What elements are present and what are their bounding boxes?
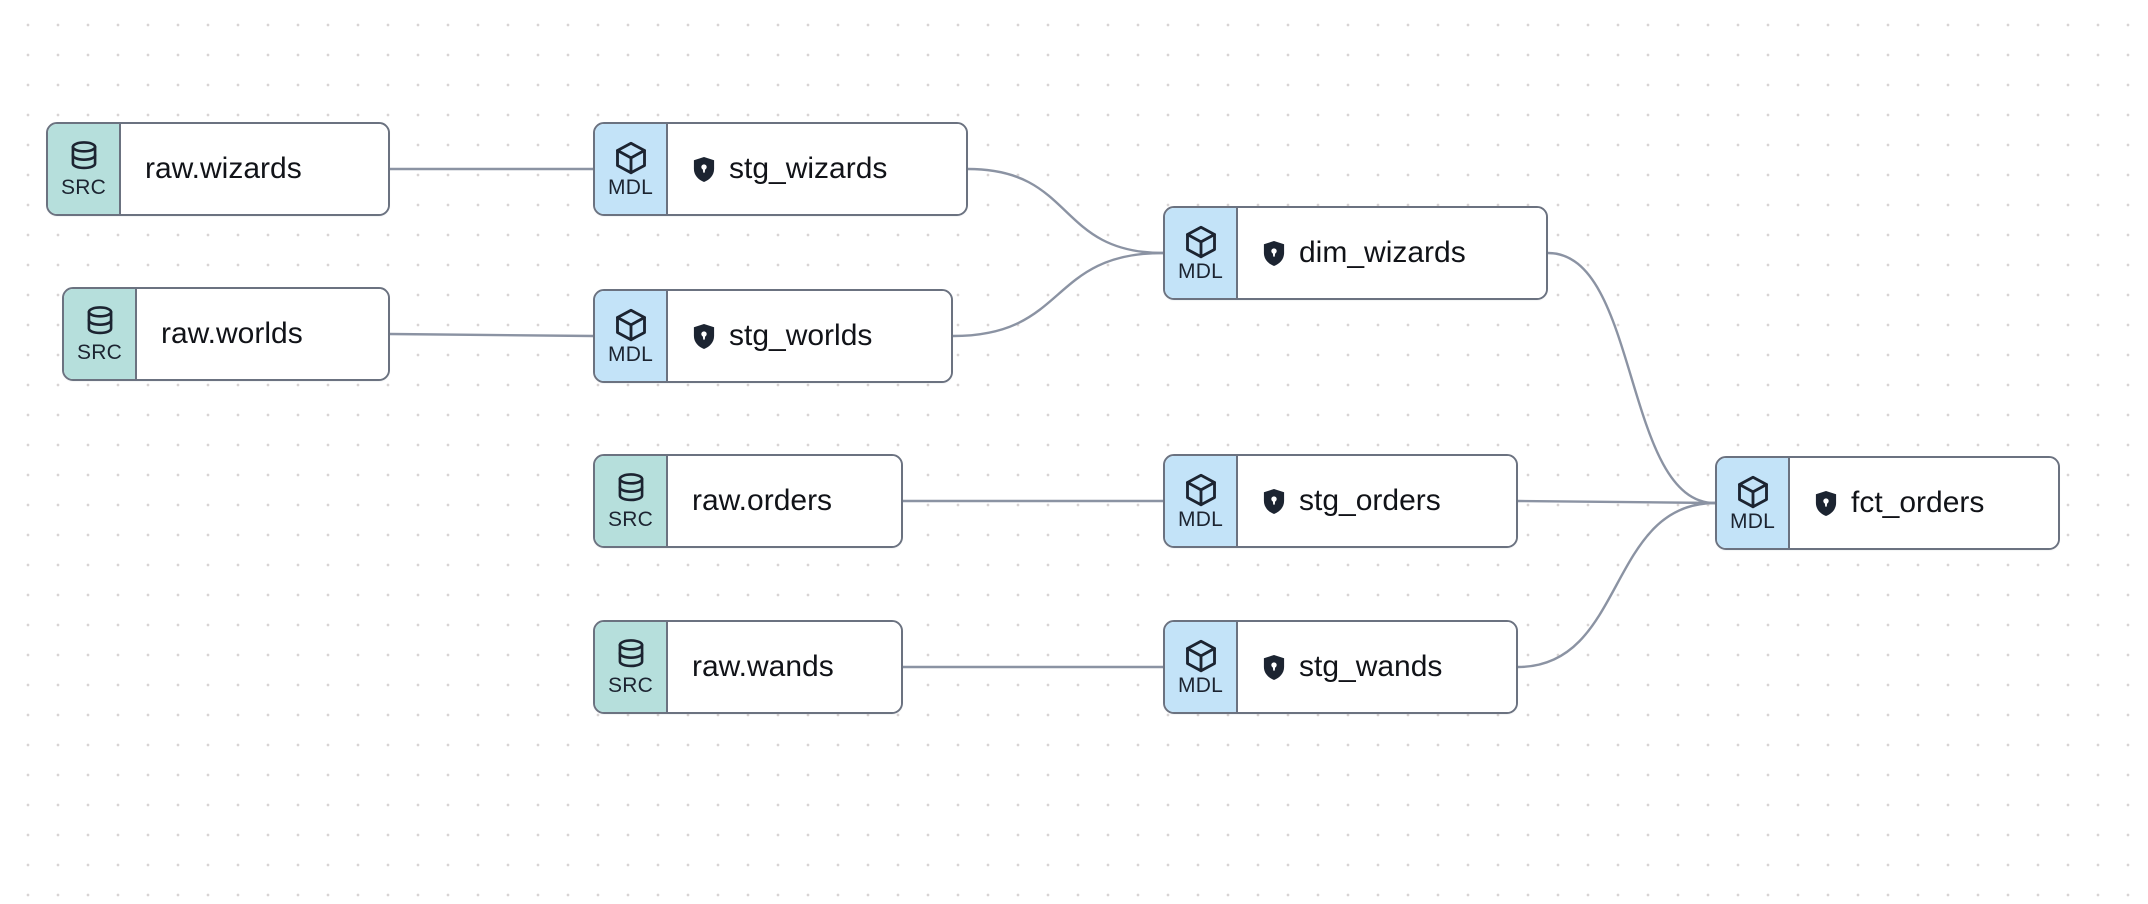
node-title: stg_wizards bbox=[729, 152, 888, 185]
lineage-node-raw-worlds[interactable]: SRC raw.worlds bbox=[62, 287, 390, 381]
lineage-node-raw-wands[interactable]: SRC raw.wands bbox=[593, 620, 903, 714]
cube-icon bbox=[613, 140, 649, 176]
node-type-label: MDL bbox=[1178, 673, 1223, 697]
node-body: raw.worlds bbox=[137, 289, 388, 379]
lineage-node-raw-wizards[interactable]: SRC raw.wizards bbox=[46, 122, 390, 216]
node-type-badge: MDL bbox=[595, 291, 668, 381]
node-body: stg_wizards bbox=[668, 124, 966, 214]
database-icon bbox=[83, 305, 117, 341]
node-type-badge: SRC bbox=[48, 124, 121, 214]
node-type-badge: MDL bbox=[595, 124, 668, 214]
node-title: dim_wizards bbox=[1299, 236, 1466, 269]
node-title: stg_wands bbox=[1299, 650, 1443, 683]
shield-lock-icon bbox=[1262, 654, 1286, 681]
node-title: stg_worlds bbox=[729, 319, 873, 352]
lineage-edge-dim-wizards-to-fct-orders bbox=[1546, 251, 1717, 505]
node-body: raw.wizards bbox=[121, 124, 388, 214]
lineage-edge-stg-orders-to-fct-orders bbox=[1516, 499, 1717, 505]
database-icon bbox=[614, 638, 648, 674]
node-type-badge: MDL bbox=[1165, 456, 1238, 546]
shield-lock-icon bbox=[1262, 488, 1286, 515]
node-body: fct_orders bbox=[1790, 458, 2058, 548]
node-body: dim_wizards bbox=[1238, 208, 1546, 298]
node-type-badge: MDL bbox=[1717, 458, 1790, 548]
node-type-label: SRC bbox=[61, 175, 106, 199]
node-body: stg_worlds bbox=[668, 291, 951, 381]
node-type-badge: MDL bbox=[1165, 208, 1238, 298]
shield-lock-icon bbox=[692, 156, 716, 183]
node-body: stg_wands bbox=[1238, 622, 1516, 712]
node-title: fct_orders bbox=[1851, 486, 1985, 519]
lineage-edge-stg-wands-to-fct-orders bbox=[1516, 501, 1717, 669]
cube-icon bbox=[613, 307, 649, 343]
shield-lock-icon bbox=[692, 323, 716, 350]
lineage-node-stg-orders[interactable]: MDL stg_orders bbox=[1163, 454, 1518, 548]
node-title: raw.wands bbox=[692, 650, 834, 683]
lineage-node-fct-orders[interactable]: MDL fct_orders bbox=[1715, 456, 2060, 550]
shield-lock-icon bbox=[1262, 240, 1286, 267]
node-type-label: SRC bbox=[608, 507, 653, 531]
node-type-label: MDL bbox=[1178, 507, 1223, 531]
cube-icon bbox=[1183, 472, 1219, 508]
node-title: raw.orders bbox=[692, 484, 833, 517]
lineage-node-raw-orders[interactable]: SRC raw.orders bbox=[593, 454, 903, 548]
node-type-label: SRC bbox=[608, 673, 653, 697]
lineage-node-stg-wands[interactable]: MDL stg_wands bbox=[1163, 620, 1518, 714]
node-title: stg_orders bbox=[1299, 484, 1441, 517]
node-body: raw.orders bbox=[668, 456, 901, 546]
node-type-label: SRC bbox=[77, 340, 122, 364]
node-type-label: MDL bbox=[608, 342, 653, 366]
shield-lock-icon bbox=[1814, 490, 1838, 517]
lineage-edge-raw-worlds-to-stg-worlds bbox=[388, 332, 595, 338]
lineage-node-stg-wizards[interactable]: MDL stg_wizards bbox=[593, 122, 968, 216]
node-title: raw.wizards bbox=[145, 152, 302, 185]
cube-icon bbox=[1183, 224, 1219, 260]
node-type-label: MDL bbox=[1178, 259, 1223, 283]
lineage-edge-stg-wizards-to-dim-wizards bbox=[966, 167, 1165, 255]
cube-icon bbox=[1183, 638, 1219, 674]
lineage-edge-stg-worlds-to-dim-wizards bbox=[951, 251, 1165, 338]
node-title: raw.worlds bbox=[161, 317, 303, 350]
cube-icon bbox=[1735, 474, 1771, 510]
node-type-badge: SRC bbox=[595, 456, 668, 546]
database-icon bbox=[614, 472, 648, 508]
node-body: raw.wands bbox=[668, 622, 901, 712]
node-type-label: MDL bbox=[608, 175, 653, 199]
node-type-badge: SRC bbox=[64, 289, 137, 379]
database-icon bbox=[67, 140, 101, 176]
lineage-node-dim-wizards[interactable]: MDL dim_wizards bbox=[1163, 206, 1548, 300]
node-type-badge: MDL bbox=[1165, 622, 1238, 712]
node-body: stg_orders bbox=[1238, 456, 1516, 546]
node-type-label: MDL bbox=[1730, 509, 1775, 533]
lineage-node-stg-worlds[interactable]: MDL stg_worlds bbox=[593, 289, 953, 383]
node-type-badge: SRC bbox=[595, 622, 668, 712]
